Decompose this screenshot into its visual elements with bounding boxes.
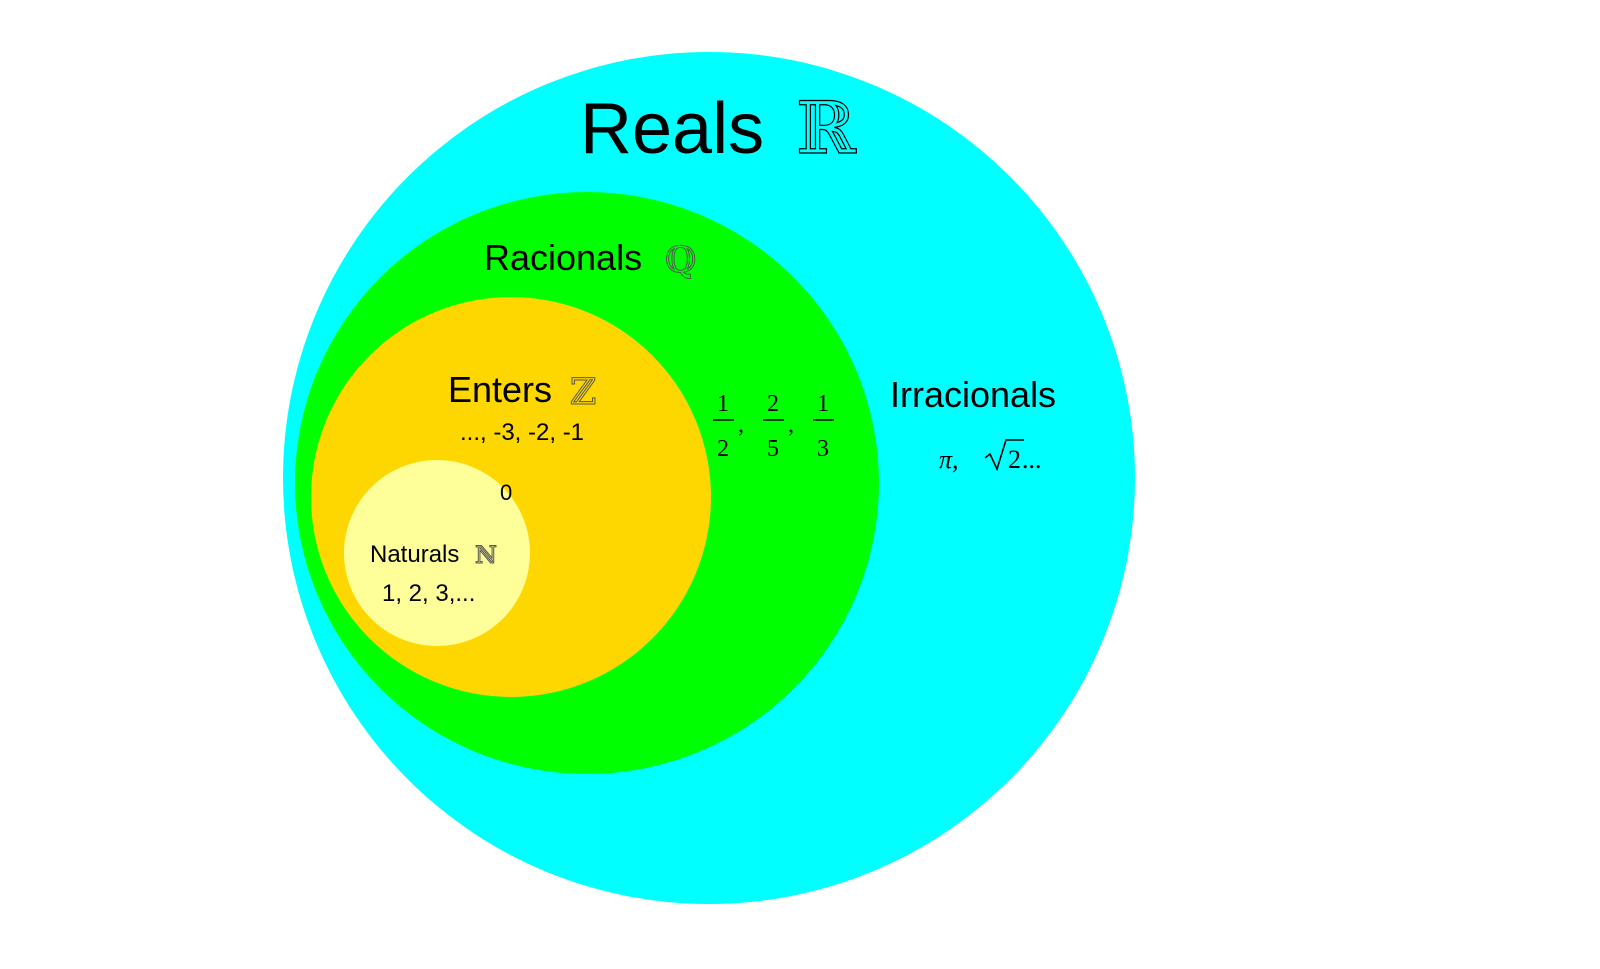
reals-label: Reals — [580, 89, 764, 169]
fraction-numerator: 1 — [717, 391, 729, 417]
irrationals-examples: π, 2 ... — [939, 439, 1042, 474]
reals-symbol: ℝ — [796, 89, 857, 169]
sqrt-radicand: 2 — [1008, 445, 1021, 474]
fraction-1-3: 1 3 — [813, 391, 834, 462]
integers-symbol: ℤ — [570, 372, 596, 412]
fraction-separator: , — [738, 412, 744, 438]
irrationals-label: Irracionals — [890, 374, 1056, 415]
fraction-denominator: 3 — [817, 436, 829, 462]
fraction-denominator: 5 — [767, 436, 779, 462]
naturals-examples: 1, 2, 3,... — [382, 580, 475, 607]
fraction-numerator: 1 — [817, 391, 829, 417]
pi-example: π, — [939, 445, 959, 474]
rationals-label: Racionals — [484, 237, 642, 278]
naturals-label: Naturals — [370, 541, 459, 568]
fraction-denominator: 2 — [717, 436, 729, 462]
zero-label: 0 — [500, 480, 512, 505]
sqrt-icon — [984, 439, 1024, 472]
integers-label: Enters — [448, 369, 552, 410]
fraction-separator: , — [788, 412, 794, 438]
naturals-region — [344, 460, 530, 646]
integers-examples: ..., -3, -2, -1 — [460, 419, 584, 446]
naturals-symbol: ℕ — [475, 543, 497, 569]
fraction-2-5: 2 5 , — [763, 391, 794, 462]
irrationals-ellipsis: ... — [1022, 445, 1042, 474]
rationals-symbol: ℚ — [665, 240, 696, 280]
fraction-numerator: 2 — [767, 391, 779, 417]
rational-examples: 1 2 , 2 5 , 1 3 — [713, 391, 834, 462]
fraction-1-2: 1 2 , — [713, 391, 744, 462]
